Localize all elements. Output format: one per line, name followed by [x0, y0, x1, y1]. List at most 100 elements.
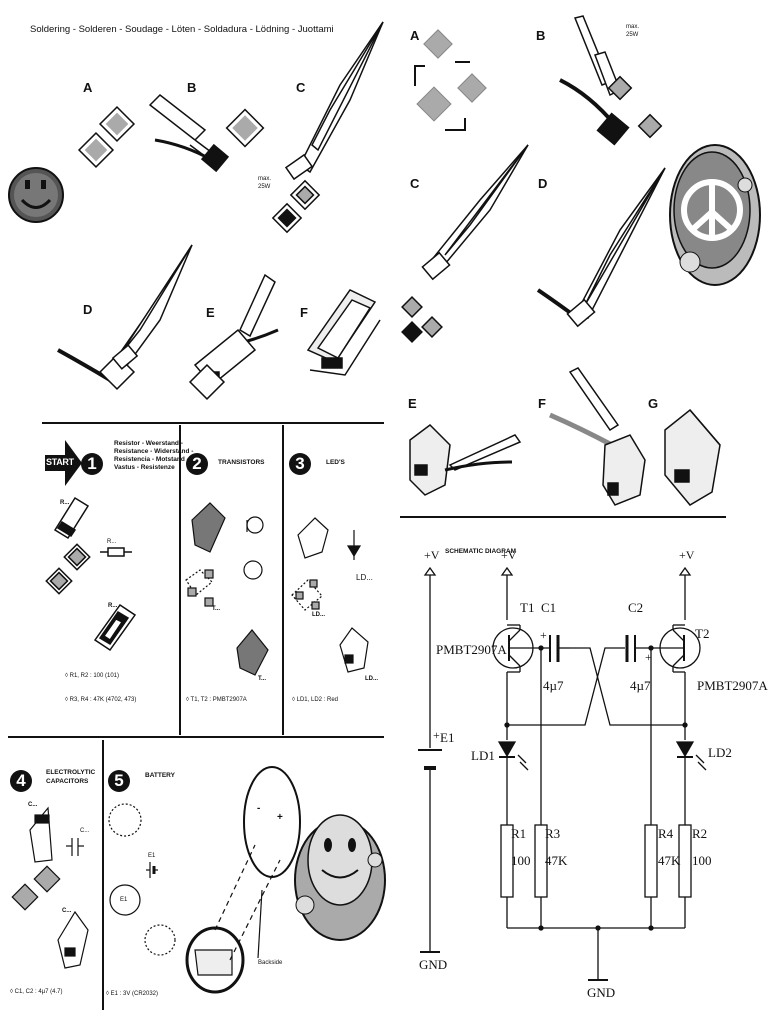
- step-a-pads: [77, 105, 136, 169]
- led-label-3: LD...: [365, 676, 378, 682]
- section-number-2: 2: [186, 453, 208, 475]
- schematic-r1: R1: [511, 826, 527, 841]
- schematic-title: SCHEMATIC DIAGRAM: [445, 548, 517, 555]
- resistor-title-line-1: Resistor - Weerstand -: [114, 440, 183, 447]
- resistor-title-line-4: Vastus - Resistenze: [114, 464, 175, 471]
- schematic-gnd-left: GND: [419, 957, 448, 972]
- schematic-r4-value: 47K: [658, 853, 681, 868]
- section-number-4: 4: [10, 770, 32, 792]
- step-label-c: C: [296, 80, 306, 95]
- resistor-drawings: [45, 496, 137, 652]
- right-step-label-f: F: [538, 396, 546, 411]
- schematic-r3-value: 47K: [545, 853, 568, 868]
- capacitor-drawings: [11, 806, 89, 969]
- led-drawings: [291, 517, 369, 673]
- power-label-left: 25W: [258, 184, 271, 190]
- step-c-tweezers: [271, 21, 384, 234]
- resistor-title-line-3: Resistencia - Motstand -: [114, 456, 189, 463]
- divider-lines: [8, 422, 726, 1010]
- led-label-1: LD...: [356, 573, 373, 582]
- resistor-label-2: R...: [107, 539, 117, 545]
- right-step-label-b: B: [536, 28, 546, 43]
- capacitor-label-3: C...: [62, 908, 72, 914]
- start-arrow-icon: [45, 440, 82, 486]
- battery-drawings: [108, 766, 301, 994]
- max-label-right: max.: [626, 24, 640, 30]
- right-step-b-iron: [559, 15, 663, 146]
- schematic-vplus-e1: +V: [424, 548, 440, 562]
- battery-label-1: E1: [148, 853, 156, 859]
- step-e-iron: [188, 273, 279, 401]
- capacitor-note: ◊ C1, C2 : 4µ7 (4.7): [10, 989, 63, 995]
- schematic-t2-part: PMBT2907A: [697, 678, 768, 693]
- right-step-g-component: [664, 408, 721, 506]
- resistor-title-line-2: Resistance - Widerstand -: [114, 448, 194, 455]
- step-label-b: B: [187, 80, 197, 95]
- transistor-note: ◊ T1, T2 : PMBT2907A: [186, 697, 247, 703]
- section-number-3: 3: [289, 453, 311, 475]
- right-step-label-d: D: [538, 176, 548, 191]
- battery-plus-label: +: [277, 812, 283, 823]
- schematic-t2: T2: [695, 626, 710, 641]
- schematic-r2-value: 100: [692, 853, 712, 868]
- schematic-c2: C2: [628, 600, 644, 615]
- max-label-left: max.: [258, 176, 272, 182]
- capacitors-title-line-2: CAPACITORS: [46, 778, 89, 785]
- schematic-t1: T1: [520, 600, 535, 615]
- peace-sign-icon: [669, 144, 761, 286]
- schematic-r3: R3: [545, 826, 561, 841]
- schematic-e1-plus: +: [433, 728, 440, 742]
- step-f-component: [306, 289, 381, 376]
- backside-label: Backside: [258, 960, 283, 966]
- resistor-note-2: ◊ R3, R4 : 47K (4702, 473): [65, 697, 137, 703]
- schematic-vplus-right: +V: [679, 548, 695, 562]
- power-label-right: 25W: [626, 32, 639, 38]
- right-step-f-iron: [549, 367, 646, 506]
- section-number-5: 5: [108, 770, 130, 792]
- battery-note: ◊ E1 : 3V (CR2032): [106, 991, 158, 997]
- transistors-title: TRANSISTORS: [218, 459, 265, 466]
- schematic-c2-plus: +: [645, 650, 652, 664]
- start-label: START: [46, 457, 74, 467]
- step-b-iron: [148, 94, 265, 173]
- schematic: [418, 566, 707, 981]
- schematic-r4: R4: [658, 826, 674, 841]
- capacitors-title-line-1: ELECTROLYTIC: [46, 769, 96, 776]
- right-step-label-g: G: [648, 396, 659, 411]
- step-label-e: E: [206, 305, 215, 320]
- step-label-a: A: [83, 80, 93, 95]
- schematic-e1: E1: [440, 730, 455, 745]
- resistor-note-1: ◊ R1, R2 : 100 (101): [65, 673, 119, 679]
- capacitor-label-2: C...: [80, 828, 90, 834]
- step-label-f: F: [300, 305, 308, 320]
- schematic-r1-value: 100: [511, 853, 531, 868]
- capacitor-label-1: C...: [28, 802, 38, 808]
- battery-label-2: E1: [120, 897, 128, 903]
- transistor-drawings: [185, 502, 269, 676]
- schematic-c1: C1: [541, 600, 557, 615]
- smiley-icon: [8, 167, 64, 223]
- schematic-c1-plus: +: [540, 628, 547, 642]
- section-number-1: 1: [81, 453, 103, 475]
- right-step-c-tweezers: [401, 144, 529, 343]
- led-note: ◊ LD1, LD2 : Red: [292, 697, 338, 703]
- right-step-label-e: E: [408, 396, 417, 411]
- leds-title: LED'S: [326, 459, 345, 466]
- right-step-label-a: A: [410, 28, 420, 43]
- battery-title: BATTERY: [145, 772, 175, 779]
- right-step-e-iron: [409, 424, 522, 496]
- transistor-label-1: T...: [212, 606, 221, 612]
- schematic-r2: R2: [692, 826, 708, 841]
- schematic-c2-value: 4µ7: [630, 678, 651, 693]
- battery-minus-label: -: [257, 803, 261, 814]
- schematic-ld2: LD2: [708, 745, 732, 760]
- page-title: Soldering - Solderen - Soudage - Löten -…: [30, 24, 334, 35]
- transistor-label-2: T...: [258, 676, 267, 682]
- schematic-t1-part: PMBT2907A: [436, 642, 507, 657]
- right-step-a-pads: [414, 29, 487, 131]
- right-step-label-c: C: [410, 176, 420, 191]
- led-label-2: LD...: [312, 612, 325, 618]
- right-step-d-tweezers: [536, 167, 666, 328]
- resistor-label-1: R...: [60, 500, 70, 506]
